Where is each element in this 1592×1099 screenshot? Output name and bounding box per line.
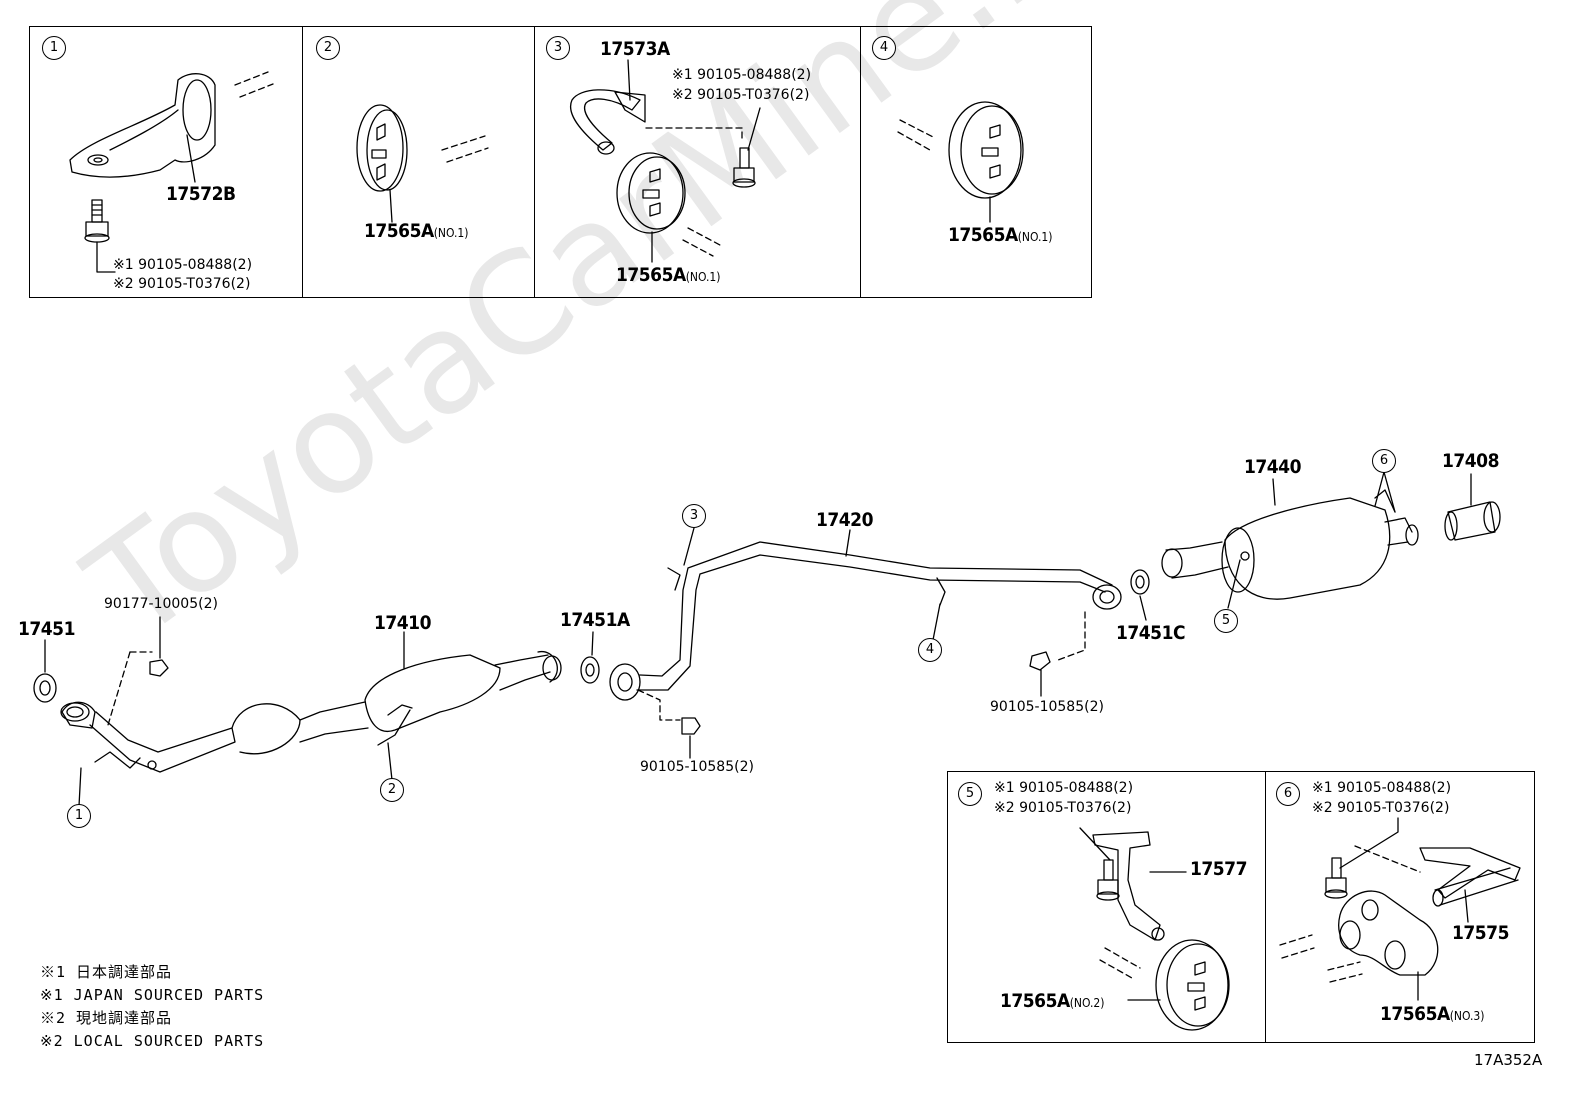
bracket-17572b-drawing bbox=[69, 73, 216, 178]
bolt-p1-jp-label: ※1 90105-08488(2) bbox=[113, 257, 253, 273]
part-17451-label: 17451 bbox=[18, 618, 75, 640]
callout-5-main: 5 bbox=[1214, 609, 1238, 633]
bracket-17575-drawing bbox=[1419, 847, 1521, 907]
part-17573a-label: 17573A bbox=[600, 38, 670, 60]
part-17565a-p4-label: 17565A(NO.1) bbox=[948, 224, 1053, 246]
bolt-p3-local-label: ※2 90105-T0376(2) bbox=[672, 87, 810, 103]
note-jp-sourced-ja: ※1 日本調達部品 bbox=[40, 963, 173, 981]
part-17451c-label: 17451C bbox=[1116, 622, 1186, 644]
callout-5-panel: 5 bbox=[958, 782, 982, 806]
callout-1-main: 1 bbox=[67, 804, 91, 828]
callout-6-main: 6 bbox=[1372, 449, 1396, 473]
bolt-drawing-p6 bbox=[1324, 857, 1348, 899]
bolt-drawing-p1 bbox=[84, 199, 110, 243]
part-17451a-label: 17451A bbox=[560, 609, 630, 631]
leader-bolt-p1 bbox=[96, 241, 116, 273]
bracket-17577-drawing bbox=[1092, 831, 1165, 941]
hanger-drawing-p2 bbox=[356, 104, 408, 192]
callout-2-main: 2 bbox=[380, 778, 404, 802]
note-local-sourced-en: ※2 LOCAL SOURCED PARTS bbox=[40, 1032, 265, 1050]
part-17565a-p5-label: 17565A(NO.2) bbox=[1000, 990, 1105, 1012]
bolt-rear-label: 90105-10585(2) bbox=[990, 699, 1104, 715]
hanger-pipe-drawing-p3 bbox=[569, 89, 686, 234]
part-17565a-p2-label: 17565A(NO.1) bbox=[364, 220, 469, 242]
part-17565a-p6-label: 17565A(NO.3) bbox=[1380, 1003, 1485, 1025]
callout-4-panel: 4 bbox=[872, 36, 896, 60]
hanger-drawing-p5 bbox=[1155, 939, 1230, 1031]
bolt-p6-jp-label: ※1 90105-08488(2) bbox=[1312, 780, 1452, 796]
pipe-stub-dashed bbox=[234, 71, 274, 98]
muffler-17440-drawing bbox=[1161, 489, 1419, 600]
part-17575-label: 17575 bbox=[1452, 922, 1509, 944]
part-17408-label: 17408 bbox=[1442, 450, 1499, 472]
leader-17572b bbox=[186, 134, 196, 183]
gasket-17451-drawing bbox=[33, 673, 57, 703]
center-pipe-17420-drawing bbox=[609, 541, 1122, 701]
nut-90177-label: 90177-10005(2) bbox=[104, 596, 218, 612]
part-17420-label: 17420 bbox=[816, 509, 873, 531]
part-17577-label: 17577 bbox=[1190, 858, 1247, 880]
callout-1-panel: 1 bbox=[42, 36, 66, 60]
bolt-p5-local-label: ※2 90105-T0376(2) bbox=[994, 800, 1132, 816]
callout-3-main: 3 bbox=[682, 504, 706, 528]
part-17410-label: 17410 bbox=[374, 612, 431, 634]
part-17440-label: 17440 bbox=[1244, 456, 1301, 478]
bolt-p1-local-label: ※2 90105-T0376(2) bbox=[113, 276, 251, 292]
bolt-p5-jp-label: ※1 90105-08488(2) bbox=[994, 780, 1134, 796]
detail-panel-6 bbox=[1265, 771, 1535, 1043]
bolt-mid-label: 90105-10585(2) bbox=[640, 759, 754, 775]
callout-3-panel: 3 bbox=[546, 36, 570, 60]
callout-6-panel: 6 bbox=[1276, 782, 1300, 806]
detail-panel-4 bbox=[860, 26, 1092, 298]
bolt-drawing-p3 bbox=[732, 147, 756, 188]
note-jp-sourced-en: ※1 JAPAN SOURCED PARTS bbox=[40, 986, 265, 1004]
part-17565a-p3-label: 17565A(NO.1) bbox=[616, 264, 721, 286]
hanger-drawing-p6 bbox=[1338, 890, 1439, 976]
callout-2-panel: 2 bbox=[316, 36, 340, 60]
part-17572b-label: 17572B bbox=[166, 183, 236, 205]
bolt-p6-local-label: ※2 90105-T0376(2) bbox=[1312, 800, 1450, 816]
tail-tip-17408-drawing bbox=[1444, 501, 1501, 541]
hanger-drawing-p4 bbox=[948, 101, 1024, 199]
note-local-sourced-ja: ※2 現地調達部品 bbox=[40, 1009, 173, 1027]
bolt-p3-jp-label: ※1 90105-08488(2) bbox=[672, 67, 812, 83]
bolt-drawing-p5 bbox=[1096, 859, 1120, 901]
front-pipe-17410-drawing bbox=[60, 651, 562, 773]
diagram-code: 17A352A bbox=[1474, 1051, 1543, 1069]
callout-4-main: 4 bbox=[918, 638, 942, 662]
